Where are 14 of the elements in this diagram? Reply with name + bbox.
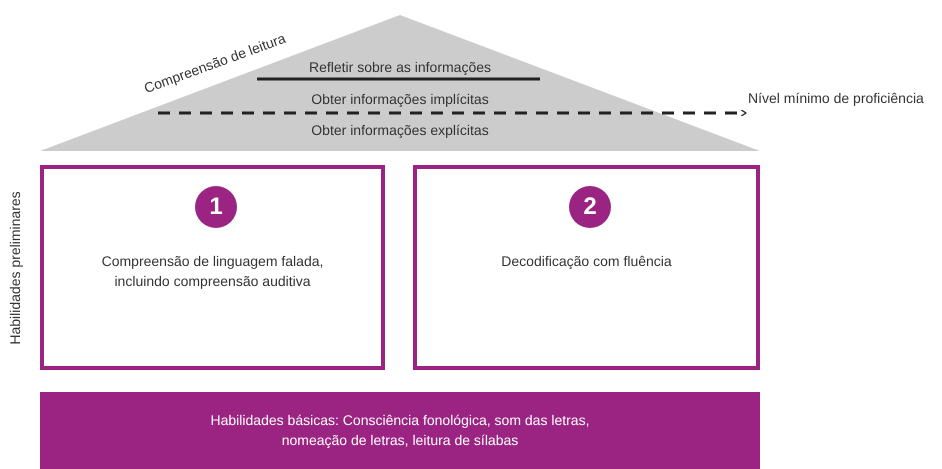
level-text: Obter informações explícitas	[310, 121, 490, 140]
foundation-text: Habilidades básicas: Consciência fonológica, som das letras, nomeação de letras, leitura de sílabas	[210, 411, 590, 450]
level-text: Refletir sobre as informações	[308, 58, 492, 77]
level-label: Nível mínimo de proficiência	[748, 89, 925, 108]
level-text: Obter informações implícitas	[310, 90, 490, 109]
skill-text: Decodificação com fluência	[500, 252, 673, 271]
skill-box	[413, 165, 760, 370]
skill-text: Compreensão de linguagem falada, incluindo compreensão auditiva	[100, 252, 324, 291]
skill-box	[40, 165, 385, 370]
side-label: Habilidades preliminares	[6, 190, 24, 347]
foundation-bar	[40, 392, 760, 469]
number-badge: 1	[195, 186, 237, 228]
number-badge: 2	[569, 186, 611, 228]
dashed-arrow	[158, 109, 747, 117]
